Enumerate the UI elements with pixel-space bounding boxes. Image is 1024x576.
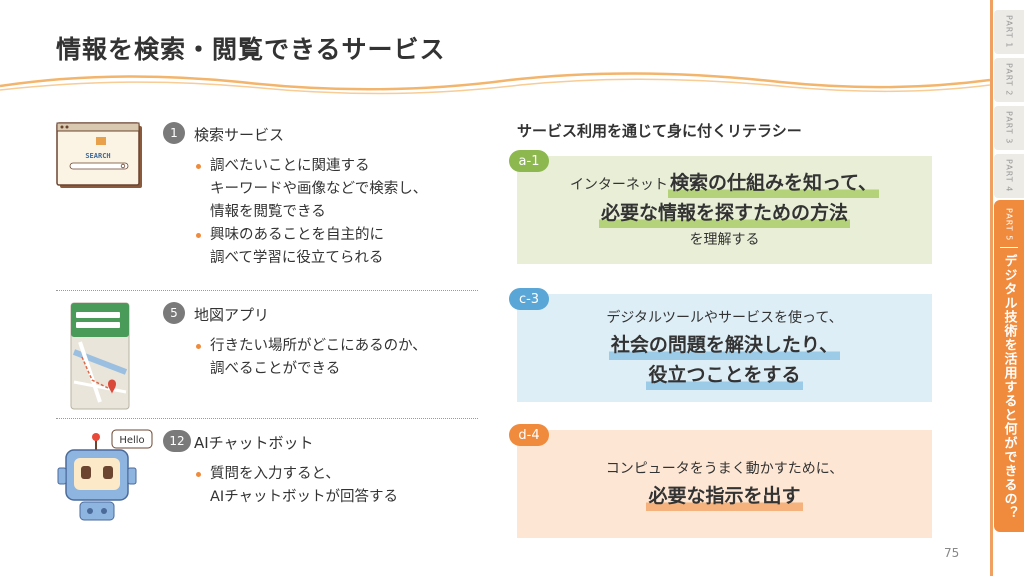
service-bullets: 行きたい場所がどこにあるのか、 調べることができる xyxy=(196,335,427,381)
search-logo-text: SEARCH xyxy=(85,152,110,160)
literacy-heading: サービス利用を通じて身に付くリテラシー xyxy=(517,122,802,140)
page-title: 情報を検索・閲覧できるサービス xyxy=(56,35,446,64)
hello-bubble-text: Hello xyxy=(119,435,144,446)
card-pre-text: コンピュータをうまく動かすために、 xyxy=(605,461,844,477)
service-bullets: 質問を入力すると、 AIチャットボットが回答する xyxy=(196,463,398,509)
separator xyxy=(56,418,478,419)
bullet-item: 質問を入力すると、 AIチャットボットが回答する xyxy=(196,463,398,509)
chapter-title: デジタル技術を活用すると何ができるの？ xyxy=(1001,254,1017,521)
service-search: SEARCH 1 検索サービス 調べたいことに関連する キーワードや画像などで検… xyxy=(56,122,486,282)
tab-part-1[interactable]: PART 1 xyxy=(994,10,1024,54)
service-number: 1 xyxy=(163,122,185,144)
tabs-line xyxy=(990,0,993,576)
service-number: 5 xyxy=(163,302,185,324)
tab-part-2[interactable]: PART 2 xyxy=(994,58,1024,102)
literacy-badge-a1: a-1 xyxy=(509,150,549,172)
robot-illustration: Hello xyxy=(57,429,153,521)
search-browser-illustration: SEARCH xyxy=(56,122,142,188)
bullet-item: 行きたい場所がどこにあるのか、 調べることができる xyxy=(196,335,427,381)
service-name: AIチャットボット xyxy=(194,434,314,452)
title-wave-decoration xyxy=(0,72,990,95)
tab-part-4[interactable]: PART 4 xyxy=(994,154,1024,198)
separator xyxy=(56,290,478,291)
tab-part-5-active[interactable]: PART 5 デジタル技術を活用すると何ができるの？ xyxy=(994,200,1024,532)
literacy-card-d4: コンピュータをうまく動かすために、 必要な指示を出す xyxy=(517,430,932,538)
service-map: 5 地図アプリ 行きたい場所がどこにあるのか、 調べることができる xyxy=(56,302,486,410)
card-pre-text: デジタルツールやサービスを使って、 xyxy=(606,310,843,326)
literacy-card-a1: インターネット検索の仕組みを知って、 必要な情報を探すための方法 を理解する xyxy=(517,156,932,264)
card-pre-text: インターネット xyxy=(569,177,668,193)
literacy-card-c3: デジタルツールやサービスを使って、 社会の問題を解決したり、 役立つことをする xyxy=(517,294,932,402)
literacy-badge-c3: c-3 xyxy=(509,288,549,310)
card-emphasis-1: 検索の仕組みを知って、 xyxy=(667,168,880,198)
service-bullets: 調べたいことに関連する キーワードや画像などで検索し、 情報を閲覧できる 興味の… xyxy=(196,155,427,270)
card-emphasis-1: 必要な指示を出す xyxy=(646,481,803,511)
bullet-item: 調べたいことに関連する キーワードや画像などで検索し、 情報を閲覧できる xyxy=(196,155,427,224)
service-number: 12 xyxy=(163,430,191,452)
card-emphasis-2: 役立つことをする xyxy=(646,360,803,390)
bullet-item: 興味のあることを自主的に 調べて学習に役立てられる xyxy=(196,224,427,270)
tab-part-3[interactable]: PART 3 xyxy=(994,106,1024,150)
map-phone-illustration xyxy=(70,302,130,410)
page-number: 75 xyxy=(944,546,960,560)
service-name: 検索サービス xyxy=(194,126,285,144)
card-emphasis-1: 社会の問題を解決したり、 xyxy=(608,330,841,360)
card-emphasis-2: 必要な情報を探すための方法 xyxy=(598,198,850,228)
service-name: 地図アプリ xyxy=(194,306,270,324)
service-ai-chatbot: Hello 12 AIチャットボット 質問を入力すると、 AIチャットボットが回… xyxy=(56,429,486,530)
literacy-badge-d4: d-4 xyxy=(509,424,549,446)
part-tabs: PART 1 PART 2 PART 3 PART 4 PART 5 デジタル技… xyxy=(990,0,1024,576)
card-post-text: を理解する xyxy=(689,232,760,248)
